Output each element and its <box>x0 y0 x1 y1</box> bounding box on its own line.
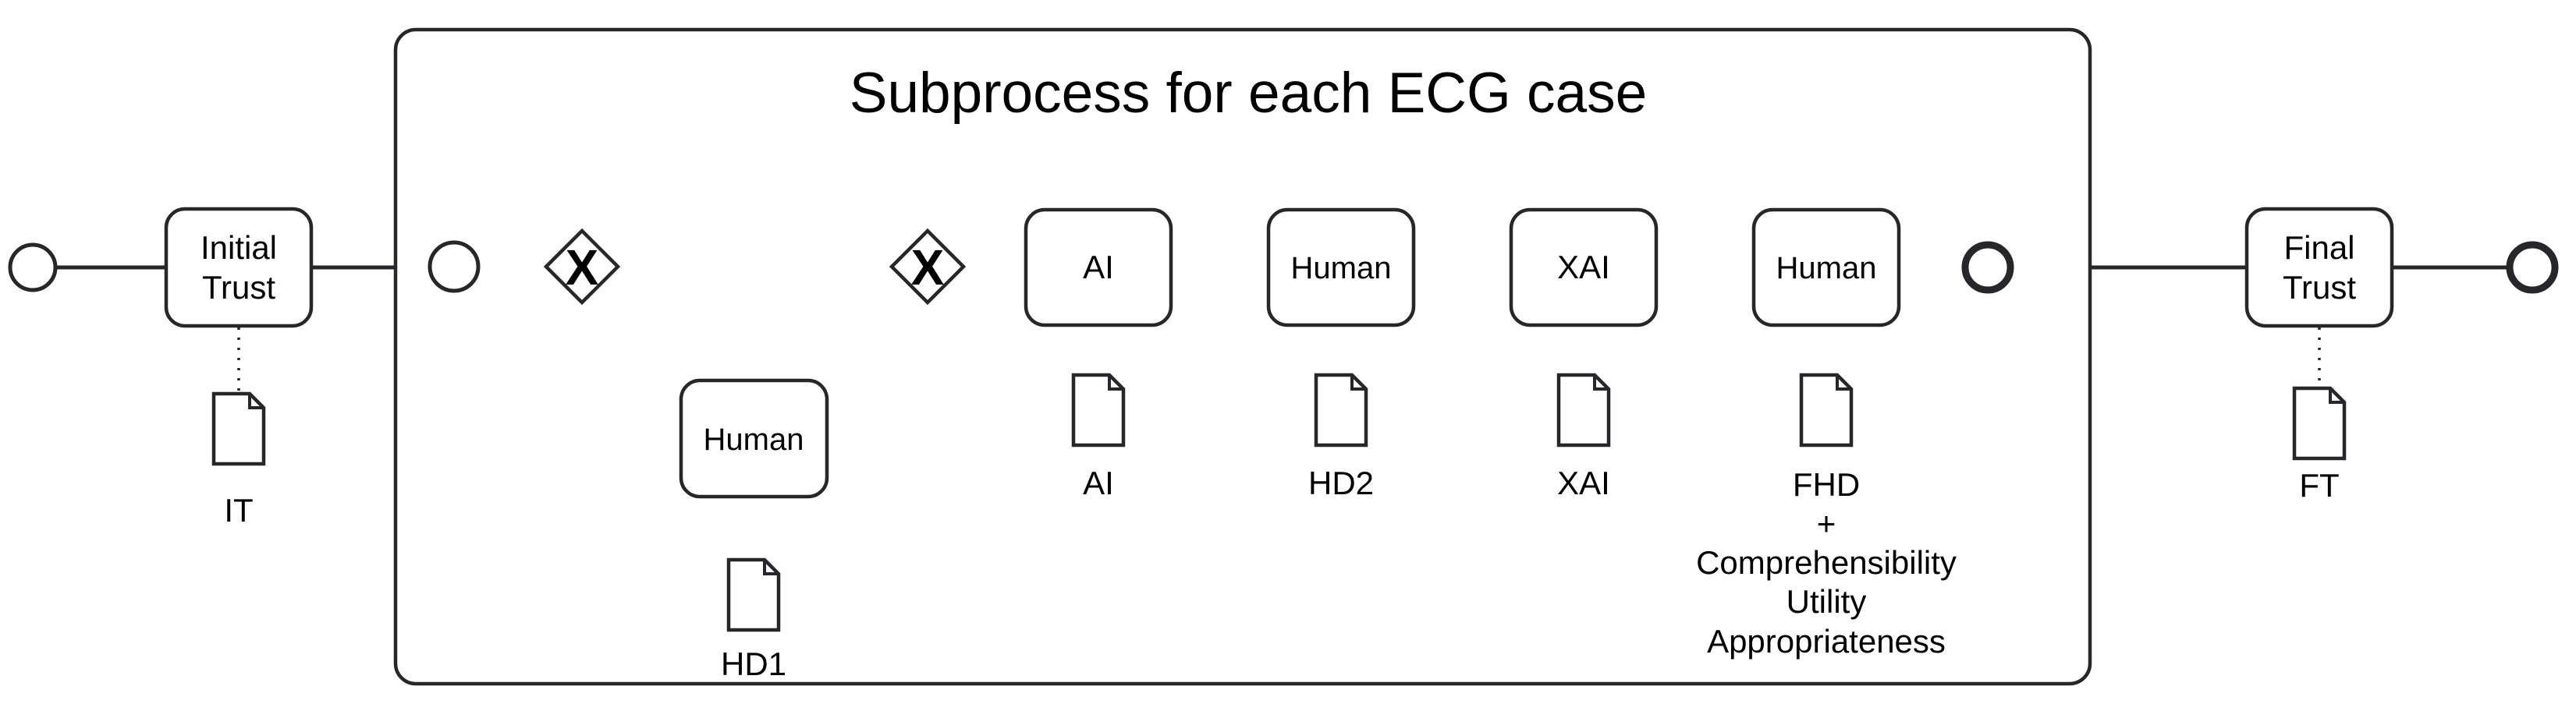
document-ft-label: FT <box>2299 467 2339 504</box>
task-final-trust <box>2244 207 2394 328</box>
exclusive-gateway-1-symbol: X <box>566 239 599 295</box>
task-initial-trust <box>164 207 314 328</box>
document-it-icon <box>214 394 264 464</box>
task-human-2-label: Human <box>1291 251 1392 285</box>
exclusive-gateway-2-symbol: X <box>911 239 945 295</box>
document-fhd-label-line3: Comprehensibility <box>1696 544 1957 581</box>
document-hd2-icon <box>1316 375 1366 445</box>
end-event <box>2506 241 2559 294</box>
document-hd1-icon <box>729 560 779 630</box>
task-initial-trust-label-line1: Initial <box>200 229 277 266</box>
task-xai <box>1509 207 1659 327</box>
task-xai-label: XAI <box>1557 249 1610 285</box>
document-hd2-label: HD2 <box>1308 465 1374 501</box>
subprocess-start-event <box>428 240 481 293</box>
task-human-2 <box>1266 207 1416 327</box>
task-final-trust-label-line1: Final <box>2283 229 2354 266</box>
start-event <box>8 242 58 292</box>
task-final-trust-label-line2: Trust <box>2283 269 2356 306</box>
task-human-3-label: Human <box>1776 251 1877 285</box>
document-ai-label: AI <box>1083 465 1114 501</box>
task-human-3 <box>1751 207 1901 327</box>
document-fhd-icon <box>1801 375 1851 445</box>
document-hd1-label: HD1 <box>721 646 786 682</box>
document-fhd-label-line5: Appropriateness <box>1707 623 1946 660</box>
document-fhd-label-line2: + <box>1817 505 1836 542</box>
document-xai-label: XAI <box>1557 465 1610 501</box>
document-fhd-label-line4: Utility <box>1787 583 1867 620</box>
task-branch-human <box>679 378 829 499</box>
task-initial-trust-label-line2: Trust <box>202 269 275 306</box>
document-ft-icon <box>2294 388 2344 458</box>
document-ai-icon <box>1073 375 1123 445</box>
document-xai-icon <box>1559 375 1609 445</box>
subprocess-end-event <box>1961 241 2014 294</box>
subprocess-container <box>393 27 2092 686</box>
document-fhd-label-line1: FHD <box>1793 466 1860 503</box>
subprocess-title: Subprocess for each ECG case <box>850 62 1648 125</box>
exclusive-gateway-1 <box>543 228 621 306</box>
task-ai <box>1024 207 1173 327</box>
task-ai-label: AI <box>1083 249 1114 285</box>
exclusive-gateway-2 <box>889 228 967 306</box>
document-it-label: IT <box>224 492 253 529</box>
task-branch-human-label: Human <box>704 423 804 457</box>
